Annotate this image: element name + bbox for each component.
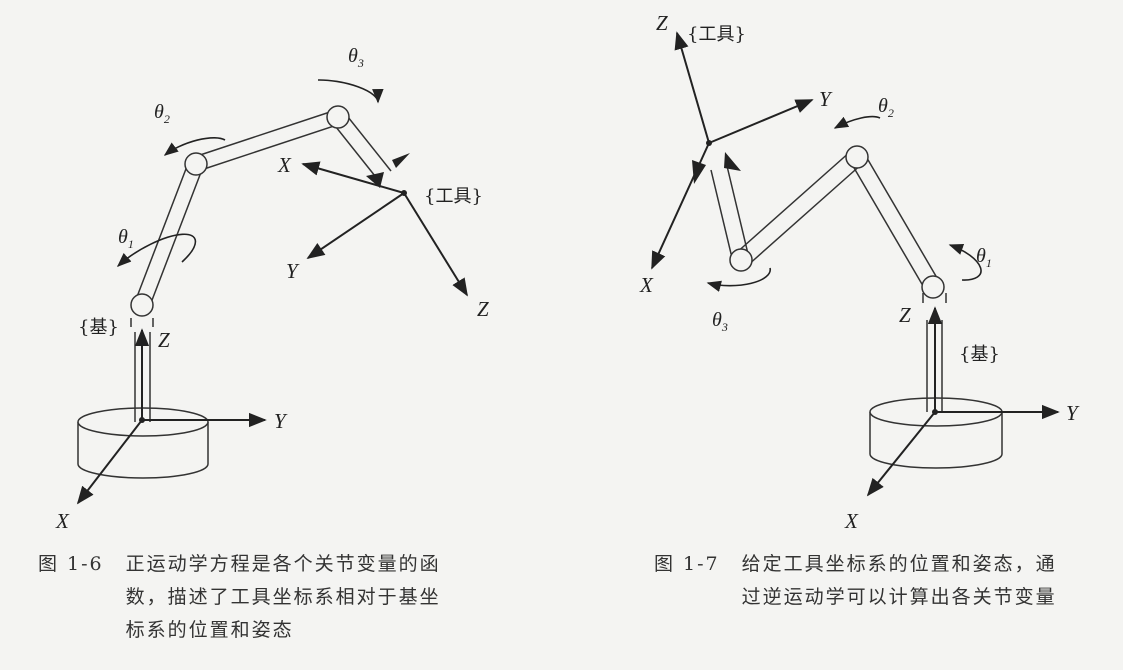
left-tool-x-axis <box>301 161 405 194</box>
left-base-frame-label: {基} <box>78 317 119 338</box>
right-base-origin <box>932 409 938 415</box>
left-theta3-arc <box>317 79 384 104</box>
figure-1-6-number: 图 1-6 <box>38 553 104 575</box>
right-joint-1 <box>921 275 945 299</box>
right-tool-z-label: Z <box>656 11 668 35</box>
left-tool-y-label: Y <box>286 259 300 283</box>
right-base-y-label: Y <box>1066 401 1080 425</box>
left-joint-3 <box>326 105 350 129</box>
figure-1-6-caption: 图 1-6 正运动学方程是各个关节变量的函数，描述了工具坐标系相对于基坐标系的位… <box>38 548 458 647</box>
right-theta2-label: θ2 <box>878 95 894 120</box>
figure-1-6-caption-text: 正运动学方程是各个关节变量的函数，描述了工具坐标系相对于基坐标系的位置和姿态 <box>125 553 441 641</box>
left-base-post <box>130 318 154 422</box>
figure-1-6-diagram: Z Y X {基} X Y Z {工具} θ1 θ2 θ3 <box>55 45 489 533</box>
right-arm-links <box>710 150 941 292</box>
left-base-z-label: Z <box>158 328 170 352</box>
right-tool-frame-label: {工具} <box>687 24 746 45</box>
left-tool-frame-label: {工具} <box>424 186 483 207</box>
left-base-y-label: Y <box>274 409 288 433</box>
left-theta3-label: θ3 <box>348 45 364 70</box>
right-tool-z-axis <box>674 31 710 144</box>
right-base-frame-label: {基} <box>959 344 1000 365</box>
left-theta1-label: θ1 <box>118 226 134 251</box>
figure-1-7-caption: 图 1-7 给定工具坐标系的位置和姿态，通过逆运动学可以计算出各关节变量 <box>654 548 1074 614</box>
figure-1-7-caption-text: 给定工具坐标系的位置和姿态，通过逆运动学可以计算出各关节变量 <box>741 553 1057 608</box>
left-tool-y-axis <box>306 192 405 260</box>
left-joint-2 <box>184 152 208 176</box>
right-base-post <box>922 293 947 412</box>
left-tool-z-label: Z <box>477 297 489 321</box>
right-theta1-arc <box>948 243 982 281</box>
right-base-x-axis <box>866 411 936 497</box>
figure-1-7-number: 图 1-7 <box>654 553 720 575</box>
left-gripper <box>366 153 410 188</box>
right-theta3-arc <box>706 267 772 292</box>
left-base-x-label: X <box>55 509 70 533</box>
left-tool-x-label: X <box>277 153 292 177</box>
left-arm-links <box>134 109 392 309</box>
right-tool-y-axis <box>708 99 814 144</box>
right-theta1-label: θ1 <box>976 245 992 270</box>
right-joint-2 <box>845 145 869 169</box>
right-tool-y-label: Y <box>819 87 833 111</box>
right-theta3-label: θ3 <box>712 309 728 334</box>
right-tool-x-label: X <box>639 273 654 297</box>
left-base-origin <box>139 417 145 423</box>
left-base-x-axis <box>76 419 143 505</box>
left-tool-origin <box>401 190 407 196</box>
left-tool-z-axis <box>403 192 468 297</box>
left-theta2-arc <box>163 136 226 156</box>
right-joint-3 <box>729 248 753 272</box>
left-theta2-label: θ2 <box>154 101 170 126</box>
right-tool-origin <box>706 140 712 146</box>
left-joint-1 <box>130 293 154 317</box>
left-theta1-arc <box>116 233 197 267</box>
right-tool-x-axis <box>651 142 710 270</box>
figure-1-7-diagram: Z Y X {基} Z Y X {工具} θ1 θ2 θ3 <box>639 11 1080 533</box>
right-base-x-label: X <box>844 509 859 533</box>
right-base-z-label: Z <box>899 303 911 327</box>
figures-canvas: Z Y X {基} X Y Z {工具} θ1 θ2 θ3 <box>55 11 1080 533</box>
right-theta2-arc <box>833 115 881 129</box>
right-gripper <box>692 152 741 184</box>
